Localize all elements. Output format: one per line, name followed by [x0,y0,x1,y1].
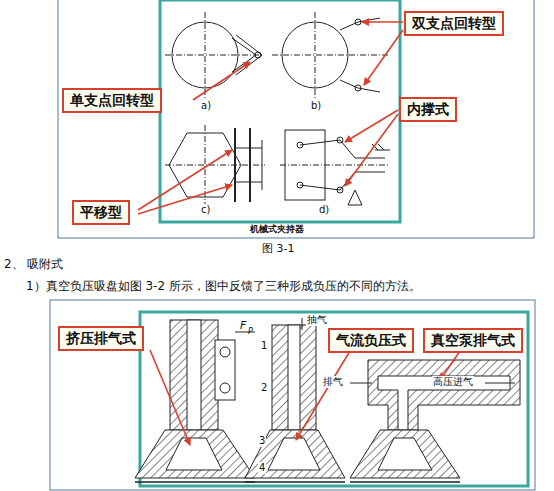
flow-label: 高压进气 [432,376,474,388]
callout-text: 挤压排气式 [66,330,136,347]
outer-frame [58,0,534,238]
figure-frame [160,0,400,222]
callout-number: 1 [260,340,268,352]
callout-text: 真空泵排气式 [431,332,515,349]
callout-box: 真空泵排气式 [423,328,523,353]
figure-frame [140,312,528,486]
flow-label: 抽气 [306,314,328,326]
callout-number: 3 [258,435,266,447]
force-subscript: P [248,327,253,336]
callout-box: 气流负压式 [328,328,414,353]
force-symbol: F [240,320,246,333]
suction-cup-drawings [135,318,520,482]
callout-number: 2 [260,382,268,394]
sub-label: d) [318,204,330,216]
callout-box: 双支点回转型 [404,11,504,36]
body-text: 1）真空负压吸盘如图 3-2 所示，图中反馈了三种形成负压的不同的方法。 [26,280,421,294]
section-heading: 2、 吸附式 [4,258,63,272]
callout-box: 挤压排气式 [58,326,144,351]
callout-leaders [138,22,460,445]
outer-frame [50,300,535,490]
callout-box: 内撑式 [399,97,457,122]
callout-text: 平移型 [80,204,122,221]
callout-text: 双支点回转型 [412,15,496,32]
callout-text: 内撑式 [407,101,449,118]
callout-number: 4 [258,462,266,474]
figure-number: 图 3-1 [262,243,294,256]
callout-box: 单支点回转型 [62,88,162,113]
callout-text: 气流负压式 [336,332,406,349]
sub-label: a) [200,100,212,112]
figure-caption: 机械式夹持器 [250,224,304,234]
callout-text: 单支点回转型 [70,92,154,109]
callout-box: 平移型 [72,200,130,225]
gripper-drawings [165,12,390,205]
flow-label: 排气 [322,376,344,388]
sub-label: b) [310,100,322,112]
sub-label: c) [200,204,211,216]
